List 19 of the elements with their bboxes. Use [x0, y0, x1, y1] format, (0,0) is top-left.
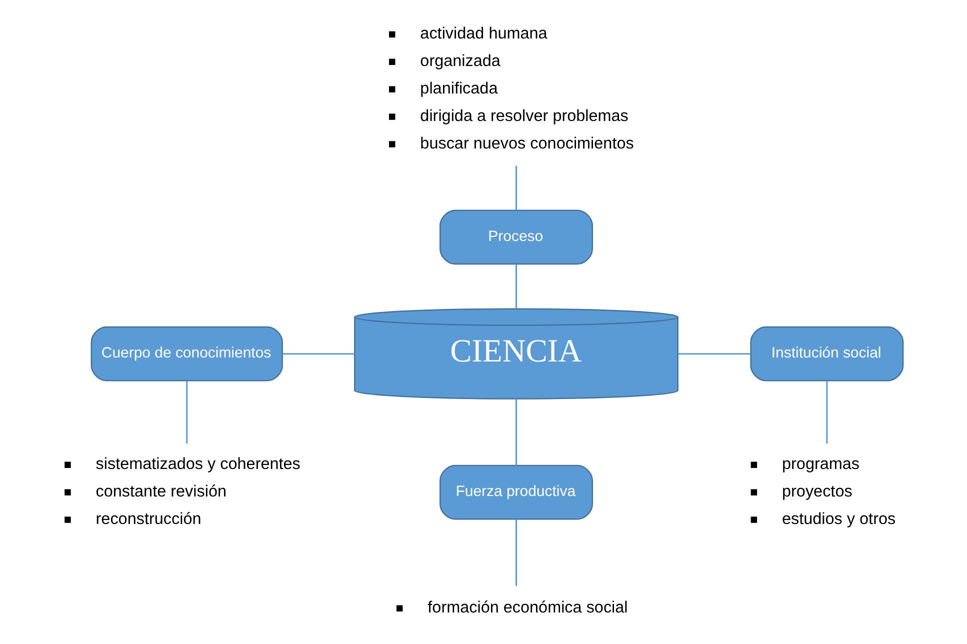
connector — [678, 353, 751, 355]
connector — [186, 380, 188, 444]
connector — [826, 380, 828, 444]
node-label: programas — [782, 455, 860, 474]
node-box: Proceso — [440, 210, 593, 265]
connector — [516, 398, 517, 466]
node-label: proyectos — [782, 482, 852, 501]
node-label: formación económica social — [428, 598, 628, 617]
node-box: Fuerza productiva — [440, 464, 593, 520]
node-text: sistematizados y coherentes constante revisión reconstrucción — [96, 455, 300, 528]
node-box: Institución social — [750, 326, 904, 382]
node-label: estudios y otros — [782, 510, 896, 528]
node-text: actividad humana organizada planificada dirigida a resolver problemas buscar nuevos conocimientos — [420, 24, 634, 152]
connector — [282, 353, 355, 355]
node-box — [396, 605, 403, 612]
connector — [516, 166, 517, 210]
connector — [516, 264, 517, 309]
connector — [516, 519, 517, 586]
node-box: Cuerpo de conocimientos — [90, 326, 283, 382]
